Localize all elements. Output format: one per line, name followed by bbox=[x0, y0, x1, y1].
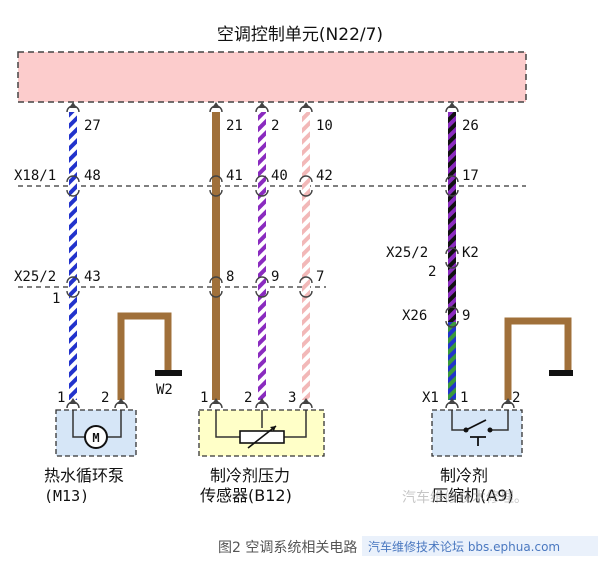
watermark-small: 汽车维修技术修理。 bbox=[402, 489, 528, 506]
pump-pin-2: 2 bbox=[101, 390, 109, 406]
wire-compressor-ground bbox=[504, 317, 572, 400]
pin-2: 2 bbox=[271, 118, 279, 134]
wire-compressor-black-purple bbox=[448, 112, 456, 322]
compressor-name-line1: 制冷剂 bbox=[440, 466, 488, 485]
x18-terminals bbox=[66, 175, 459, 197]
pin-9: 9 bbox=[271, 269, 279, 285]
component-pin-arrows bbox=[69, 398, 512, 404]
pin-40: 40 bbox=[271, 168, 288, 184]
x25-label-right: X25/2 bbox=[386, 245, 428, 261]
wire-sensor-brown bbox=[212, 112, 220, 400]
compressor-clutch-icon bbox=[465, 419, 487, 446]
ground-w2-label: W2 bbox=[156, 382, 173, 398]
wire-sensor-purple-white bbox=[258, 112, 266, 400]
pin-9-x26: 9 bbox=[462, 308, 470, 324]
sensor-variable-arrow bbox=[247, 425, 277, 449]
pin-41: 41 bbox=[226, 168, 243, 184]
pin-2-x25: 2 bbox=[428, 264, 436, 280]
pin-26: 26 bbox=[462, 118, 479, 134]
pin-17: 17 bbox=[462, 168, 479, 184]
sensor-name-line2: 传感器(B12) bbox=[200, 486, 292, 505]
pin-27: 27 bbox=[84, 118, 101, 134]
compressor-pin-2: 2 bbox=[512, 390, 520, 406]
pin-1-x25: 1 bbox=[52, 291, 60, 307]
pin-10: 10 bbox=[316, 118, 333, 134]
compressor-pin-1: 1 bbox=[460, 390, 468, 406]
ecu-title: 空调控制单元(N22/7) bbox=[217, 25, 383, 45]
ecu-pin-arrows bbox=[69, 102, 456, 108]
sensor-name-line1: 制冷剂压力 bbox=[210, 466, 290, 485]
wire-pump-blue-white bbox=[69, 112, 77, 400]
pin-8: 8 bbox=[226, 269, 234, 285]
watermark-text: 汽车维修技术论坛 bbs.ephua.com bbox=[368, 539, 560, 554]
sensor-pin-3: 3 bbox=[288, 390, 296, 406]
pin-42: 42 bbox=[316, 168, 333, 184]
watermark-banner bbox=[362, 536, 598, 556]
ground-w2-bar bbox=[155, 370, 182, 376]
motor-icon-label: M bbox=[92, 431, 99, 445]
motor-icon bbox=[84, 425, 108, 449]
pin-k2: K2 bbox=[462, 245, 479, 261]
x26-label: X26 bbox=[402, 308, 427, 324]
wire-pump-ground bbox=[117, 312, 172, 400]
compressor-box bbox=[431, 409, 523, 457]
x1-label: X1 bbox=[422, 390, 439, 406]
wire-sensor-pink-white bbox=[302, 112, 310, 400]
pump-code: (M13) bbox=[44, 487, 89, 505]
pin-43: 43 bbox=[84, 269, 101, 285]
compressor-name-line2: 压缩机(A9) bbox=[432, 486, 514, 505]
pin-48: 48 bbox=[84, 168, 101, 184]
wire-compressor-blue-green bbox=[448, 322, 456, 400]
ground-compressor-bar bbox=[549, 370, 573, 376]
pump-pin-1: 1 bbox=[57, 390, 65, 406]
x25-label-left: X25/2 bbox=[14, 269, 56, 285]
pin-21: 21 bbox=[226, 118, 243, 134]
sensor-pin-2: 2 bbox=[244, 390, 252, 406]
figure-caption: 图2 空调系统相关电路 bbox=[218, 540, 357, 556]
pump-name: 热水循环泵 bbox=[44, 466, 124, 485]
x25-terminals bbox=[66, 247, 459, 328]
sensor-pin-1: 1 bbox=[200, 390, 208, 406]
ecu-box bbox=[17, 51, 527, 103]
pin-7: 7 bbox=[316, 269, 324, 285]
x18-label: X18/1 bbox=[14, 168, 56, 184]
